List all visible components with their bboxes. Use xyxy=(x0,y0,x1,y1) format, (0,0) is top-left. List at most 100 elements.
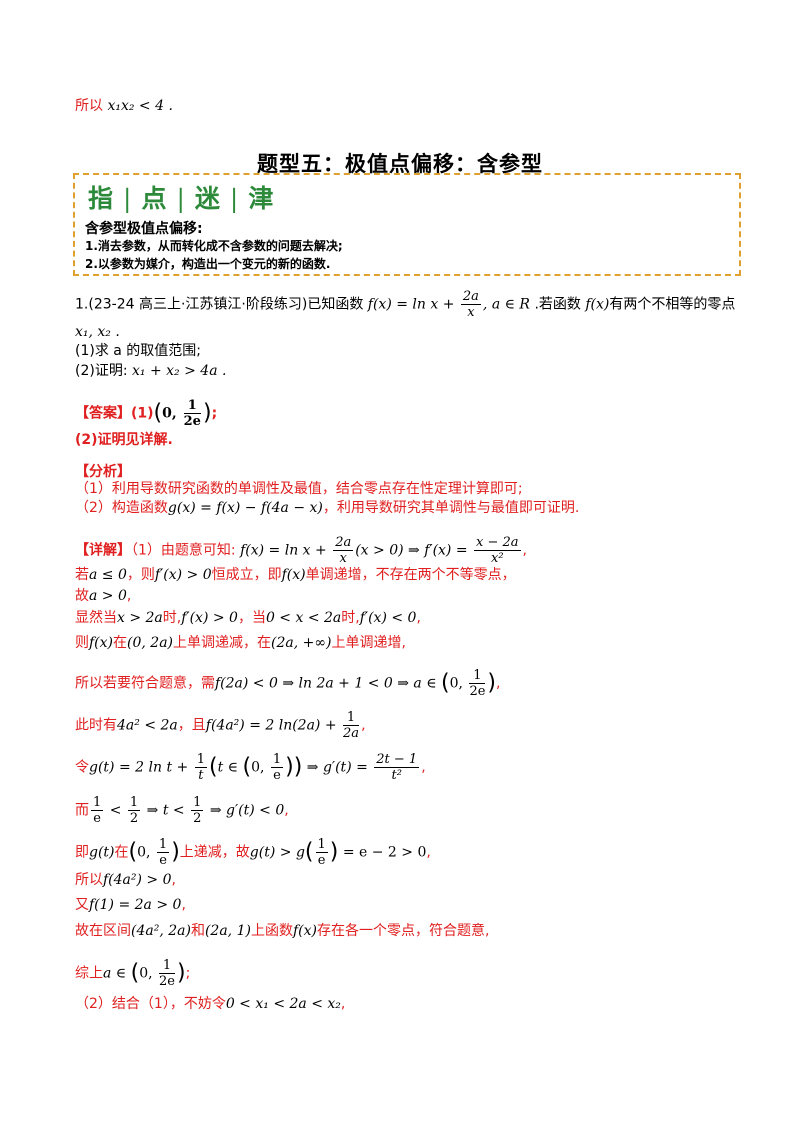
math: = e − 2 > 0 xyxy=(338,844,427,861)
math: 0, xyxy=(139,965,158,982)
math: , a ∈ R xyxy=(482,296,530,313)
tip-box xyxy=(73,173,741,276)
tip-item-2: 2.以参数为媒介，构造出一个变元的新的函数. xyxy=(85,257,331,271)
math: 4a² < 2a xyxy=(117,717,178,734)
detail-label: 【详解】 xyxy=(75,542,131,559)
math: (0, 2a) xyxy=(127,635,174,651)
text: 单调递增，不存在两个不等零点， xyxy=(305,567,516,583)
text: 在 xyxy=(113,635,128,651)
paren: ) xyxy=(487,670,497,696)
denominator: x xyxy=(467,305,475,320)
text: 若 xyxy=(75,567,89,583)
math: x₁x₂ < 4 . xyxy=(107,98,173,114)
text: , xyxy=(361,717,366,734)
numerator: 1 xyxy=(194,752,207,768)
paren: ( xyxy=(441,670,450,696)
text: 所以 xyxy=(75,98,103,114)
text: ; xyxy=(211,405,218,422)
text: ，则 xyxy=(126,567,155,583)
paren: ( xyxy=(208,754,218,780)
numerator: 2a xyxy=(333,535,354,551)
math: f′(x) > 0 xyxy=(154,567,212,583)
text: ，利用导数研究其单调性与最值即可证明. xyxy=(322,500,580,516)
detail-line-4: 显然当x > 2a时,f′(x) > 0，当0 < x < 2a时,f′(x) … xyxy=(75,608,421,628)
paren: ( xyxy=(242,754,252,780)
question-2: (2)证明: x₁ + x₂ > 4a . xyxy=(75,361,226,381)
numerator: 1 xyxy=(127,795,141,811)
math: 0, xyxy=(162,405,182,422)
divider: | xyxy=(123,184,134,213)
text: （1）由题意可知: xyxy=(131,542,236,559)
math: f(x) = ln x + xyxy=(240,542,332,559)
text: , xyxy=(496,675,501,692)
tip-heading: 含参型极值点偏移: xyxy=(85,221,203,237)
question-1: (1)求 a 的取值范围; xyxy=(75,343,202,359)
banner-char: 津 xyxy=(248,184,276,213)
text: (1) xyxy=(131,405,154,422)
detail-line-13: 故在区间(4a², 2a)和(2a, 1)上函数f(x)存在各一个零点，符合题意… xyxy=(75,921,489,941)
math: f(4a²) > 0 xyxy=(103,872,172,888)
math: 0 < x < 2a xyxy=(265,610,342,626)
math: f(2a) < 0 ⇒ ln 2a + 1 < 0 ⇒ a ∈ xyxy=(215,675,442,692)
text: 令 xyxy=(75,759,89,776)
numerator: 1 xyxy=(343,710,360,726)
answer-part-2: (2)证明见详解. xyxy=(75,432,173,448)
numerator: 1 xyxy=(469,668,486,684)
denominator: e xyxy=(273,768,281,783)
text: 存在各一个零点，符合题意, xyxy=(316,923,490,939)
math: ⇒ g′(t) = xyxy=(302,759,373,776)
paren: ) xyxy=(177,960,186,986)
numerator: 1 xyxy=(315,837,328,853)
math: < xyxy=(105,802,126,819)
math: x₁, x₂ . xyxy=(75,324,120,340)
denominator: e xyxy=(93,811,101,826)
math: f′(x) > 0 xyxy=(181,610,238,626)
text: 则 xyxy=(75,635,89,651)
text: , xyxy=(421,759,426,776)
denominator: 2e xyxy=(183,414,201,429)
denominator: e xyxy=(317,853,326,868)
banner-char: 点 xyxy=(141,184,169,213)
problem-source: (23-24 高三上·江苏镇江·阶段练习) xyxy=(88,296,308,313)
banner-char: 指 xyxy=(88,184,116,213)
denominator: 2 xyxy=(193,811,202,826)
math: (x > 0) ⇒ f′(x) = xyxy=(355,542,473,559)
text: ，且 xyxy=(177,717,206,734)
detail-line-6: 所以若要符合题意，需f(2a) < 0 ⇒ ln 2a + 1 < 0 ⇒ a … xyxy=(75,668,500,699)
text: 上单调递增, xyxy=(331,635,406,651)
answer-label: 【答案】 xyxy=(75,405,131,422)
text: 此时有 xyxy=(75,717,117,734)
denominator: 2 xyxy=(129,811,139,826)
text: ，当 xyxy=(237,610,266,626)
text: 所以 xyxy=(75,872,103,888)
text: , xyxy=(284,802,289,819)
numerator: 1 xyxy=(270,752,284,768)
section-title: 题型五：极值点偏移：含参型 xyxy=(257,152,543,176)
banner-char: 迷 xyxy=(194,184,222,213)
text: （2）构造函数 xyxy=(75,500,168,516)
denominator: e xyxy=(159,853,167,868)
denominator: t² xyxy=(391,768,402,783)
detail-line-3: 故a > 0, xyxy=(75,586,131,606)
text: 时, xyxy=(341,610,360,626)
math: f(x) xyxy=(281,567,306,583)
text: .若函数 xyxy=(534,296,581,313)
paren: ) xyxy=(171,839,180,865)
paren: )) xyxy=(285,754,303,780)
numerator: 1 xyxy=(156,837,170,853)
paren: ( xyxy=(304,839,314,865)
text: , xyxy=(340,996,346,1012)
denominator: 2a xyxy=(343,726,360,741)
text: 综上 xyxy=(75,965,103,982)
detail-line-5: 则f(x)在(0, 2a)上单调递减，在(2a, +∞)上单调递增, xyxy=(75,633,406,653)
math: f′(x) < 0 xyxy=(359,610,417,626)
math: ⇒ t < xyxy=(142,802,190,819)
